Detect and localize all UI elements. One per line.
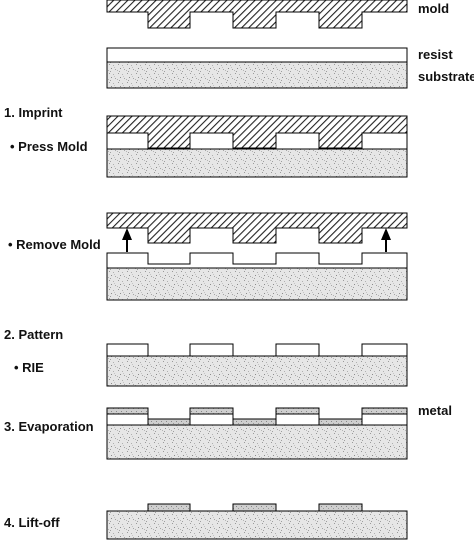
evap-substrate	[106, 424, 408, 460]
step4-heading: 4. Lift-off	[4, 515, 60, 530]
substrate-legend	[106, 61, 408, 89]
lift-arrow-left-icon	[122, 228, 132, 252]
evap-metal-in-trenches	[147, 418, 363, 426]
rie-resist-lines	[106, 343, 408, 357]
resist-legend	[106, 47, 408, 63]
resist-label: resist	[418, 47, 453, 62]
lift-arrow-right-icon	[381, 228, 391, 252]
rie-substrate	[106, 355, 408, 387]
metal-label: metal	[418, 403, 452, 418]
remove-mold-substrate	[106, 267, 408, 301]
step2-heading: 2. Pattern	[4, 327, 64, 342]
substrate-label: substrate	[418, 69, 474, 84]
liftoff-substrate	[106, 510, 408, 540]
press-mold-label: • Press Mold	[10, 139, 88, 154]
remove-mold-resist	[106, 252, 408, 269]
remove-mold-label: • Remove Mold	[8, 237, 101, 252]
mold-legend	[106, 0, 408, 29]
step3-heading: 3. Evaporation	[4, 419, 94, 434]
mold-label: mold	[418, 1, 450, 16]
press-mold-substrate	[106, 148, 408, 178]
evap-metal-on-resist	[106, 407, 408, 415]
liftoff-metal-lines	[147, 503, 363, 512]
remove-mold-mold	[106, 212, 408, 244]
rie-label: • RIE	[14, 360, 44, 375]
press-mold-resist	[106, 132, 408, 150]
step1-heading: 1. Imprint	[4, 105, 63, 120]
